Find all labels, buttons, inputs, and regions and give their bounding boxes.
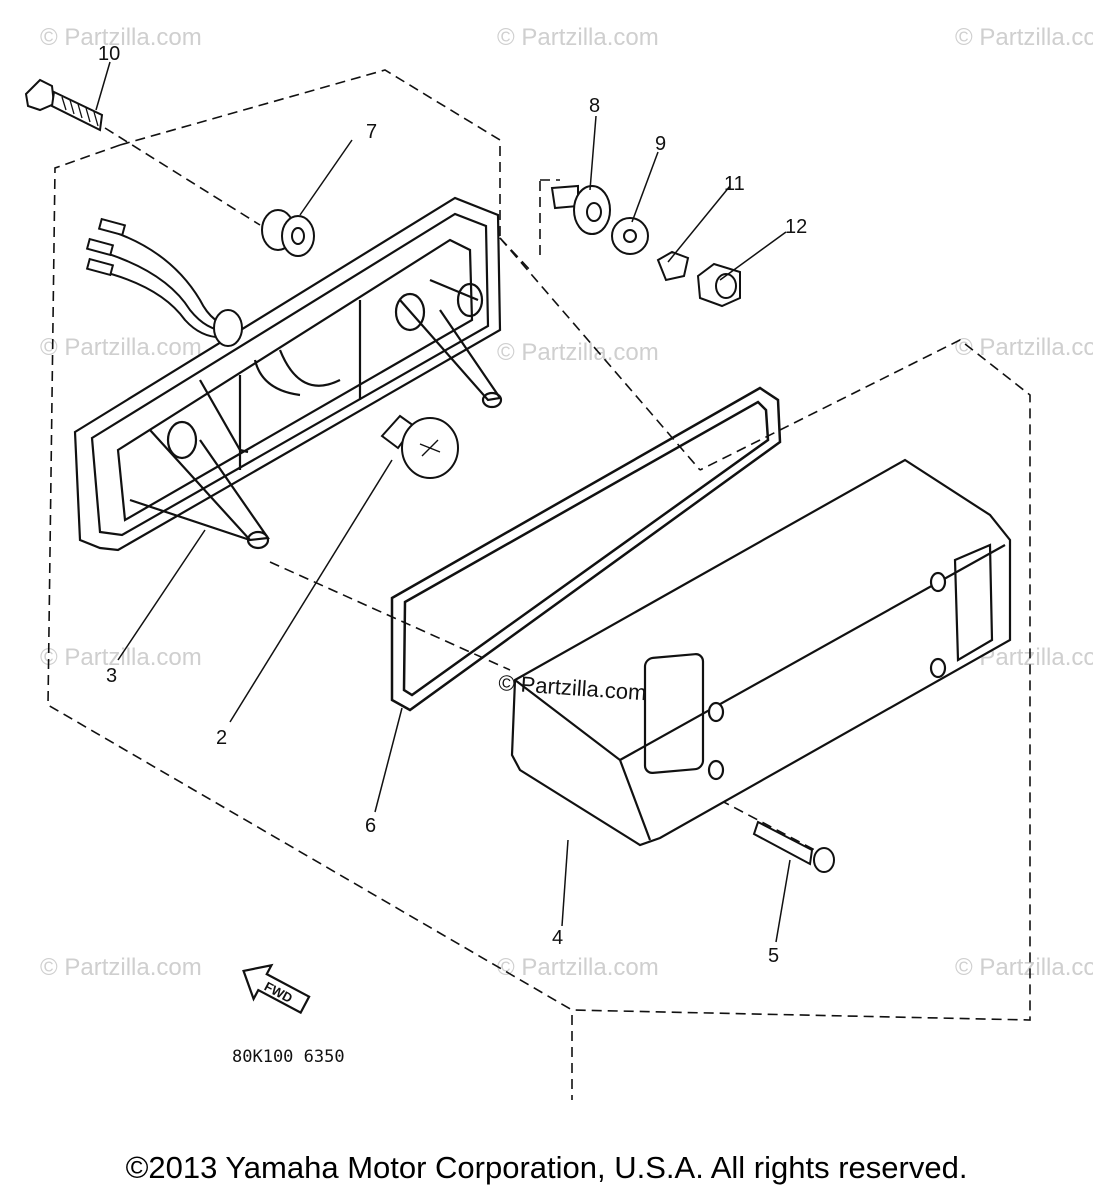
callout-9: 9: [655, 133, 666, 155]
watermark: © Partzilla.com: [497, 24, 659, 51]
lens-4: [510, 458, 1012, 847]
watermark: © Partzilla.com: [497, 339, 659, 366]
watermark: © Partzilla.com: [955, 24, 1093, 51]
wire-harness: [85, 217, 243, 347]
callout-4: 4: [552, 927, 563, 949]
watermark: © Partzilla.com: [40, 24, 202, 51]
callout-12: 12: [785, 216, 807, 238]
callout-labels: 10 7 8 9 11 12 3 2 6 4 5: [98, 43, 807, 967]
watermark: © Partzilla.com: [40, 334, 202, 361]
grommet-7: [261, 209, 315, 257]
watermark: © Partzilla.com: [40, 954, 202, 981]
callout-10: 10: [98, 43, 120, 65]
hardware-set: [550, 184, 741, 308]
callout-2: 2: [216, 727, 227, 749]
drawing-code: 80K100 6350: [232, 1047, 345, 1067]
callout-8: 8: [589, 95, 600, 117]
screw-5: [752, 820, 835, 873]
watermark: © Partzilla.com: [955, 334, 1093, 361]
watermark-layer: © Partzilla.com © Partzilla.com © Partzi…: [40, 24, 1093, 981]
callout-5: 5: [768, 945, 779, 967]
assembly-outline: [47, 69, 1031, 1100]
leader-lines: [95, 61, 791, 943]
lamp-base-3: [73, 196, 503, 552]
gasket-6: [390, 386, 782, 712]
fwd-arrow: FWD: [242, 963, 311, 1015]
callout-11: 11: [724, 173, 745, 195]
copyright-notice: ©2013 Yamaha Motor Corporation, U.S.A. A…: [125, 1150, 968, 1185]
bolt-10: [24, 78, 104, 132]
watermark: © Partzilla.com: [497, 954, 659, 981]
callout-3: 3: [106, 665, 117, 687]
callout-7: 7: [366, 121, 377, 143]
callout-6: 6: [365, 815, 376, 837]
watermark: © Partzilla.com: [40, 644, 202, 671]
watermark: © Partzilla.com: [955, 954, 1093, 981]
bulb-2: [380, 414, 459, 479]
